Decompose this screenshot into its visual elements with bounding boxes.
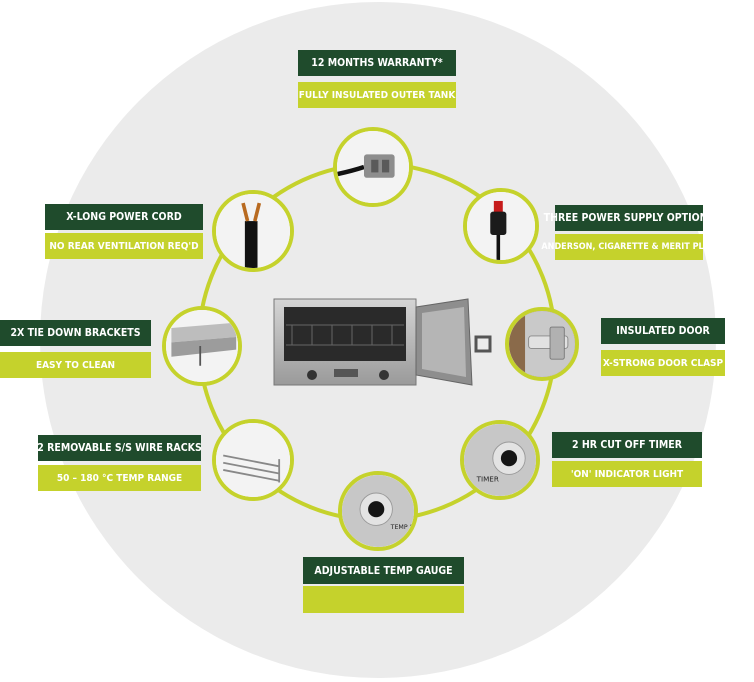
- oven-icon: [273, 298, 492, 386]
- power-cord-icon: [216, 194, 290, 268]
- feature-subtitle: 'ON' INDICATOR LIGHT: [552, 461, 702, 487]
- feature-title: X-LONG POWER CORD: [45, 204, 203, 230]
- node-power-cord: [212, 190, 294, 272]
- feature-racks: 2 REMOVABLE S/S WIRE RACKS 50 – 180 °C T…: [37, 435, 202, 491]
- feature-subtitle: FULLY INSULATED OUTER TANK: [298, 82, 456, 108]
- tie-down-bracket-icon: [166, 310, 238, 382]
- node-door-clasp: [505, 307, 579, 381]
- node-cigarette-plug: [463, 188, 539, 264]
- oven-image: [272, 295, 502, 395]
- feature-title: THREE POWER SUPPLY OPTIONS: [544, 205, 714, 231]
- feature-subtitle: NO REAR VENTILATION REQ'D: [45, 233, 203, 259]
- feature-subtitle: ANDERSON, CIGARETTE & MERIT PLUG: [541, 234, 717, 260]
- feature-subtitle: 50 – 180 °C TEMP RANGE: [38, 465, 201, 491]
- timer-dial-label: TIMER: [476, 475, 499, 484]
- feature-brackets: 2X TIE DOWN BRACKETS EASY TO CLEAN: [0, 320, 151, 378]
- feature-subtitle: [303, 586, 464, 613]
- node-wire-rack: [212, 419, 294, 501]
- feature-title: 12 MONTHS WARRANTY*: [298, 50, 456, 76]
- feature-title: ADJUSTABLE TEMP GAUGE: [303, 557, 464, 584]
- node-tie-down-bracket: [162, 306, 242, 386]
- temp-dial-icon: TEMP °C: [342, 475, 414, 547]
- door-clasp-icon: [509, 311, 575, 377]
- node-anderson-plug: [333, 127, 413, 207]
- cigarette-plug-icon: [467, 192, 535, 260]
- feature-subtitle: EASY TO CLEAN: [0, 352, 151, 378]
- feature-title: 2 HR CUT OFF TIMER: [552, 432, 702, 458]
- node-timer-dial: TIMER: [460, 420, 540, 500]
- feature-door: INSULATED DOOR X-STRONG DOOR CLASP: [601, 318, 725, 376]
- feature-cord: X-LONG POWER CORD NO REAR VENTILATION RE…: [45, 204, 203, 259]
- timer-dial-icon: TIMER: [464, 424, 536, 496]
- feature-title: INSULATED DOOR: [601, 318, 725, 344]
- temp-dial-label: TEMP °C: [390, 523, 414, 531]
- wire-rack-icon: [216, 423, 290, 497]
- anderson-plug-icon: [337, 131, 409, 203]
- feature-power-supply: THREE POWER SUPPLY OPTIONS ANDERSON, CIG…: [541, 205, 717, 260]
- feature-temp: ADJUSTABLE TEMP GAUGE: [303, 557, 464, 613]
- feature-timer: 2 HR CUT OFF TIMER 'ON' INDICATOR LIGHT: [552, 432, 702, 487]
- feature-warranty: 12 MONTHS WARRANTY* FULLY INSULATED OUTE…: [298, 50, 456, 108]
- node-temp-dial: TEMP °C: [338, 471, 418, 551]
- feature-title: 2 REMOVABLE S/S WIRE RACKS: [37, 435, 202, 461]
- feature-subtitle: X-STRONG DOOR CLASP: [601, 350, 725, 376]
- feature-title: 2X TIE DOWN BRACKETS: [0, 320, 151, 346]
